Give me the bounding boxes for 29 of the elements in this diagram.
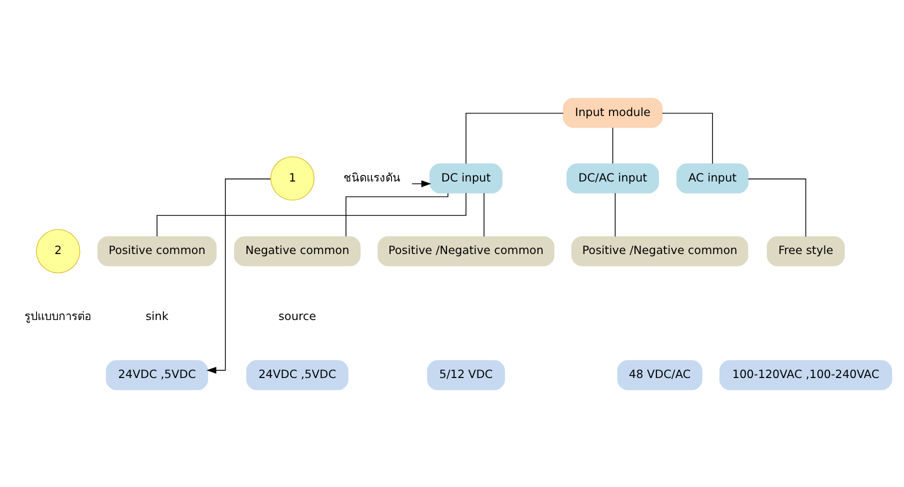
node-box: 100-120VAC ,100-240VAC xyxy=(719,360,892,390)
connector xyxy=(748,178,806,236)
node-box: 24VDC ,5VDC xyxy=(246,360,348,390)
node-box: Free style xyxy=(766,236,845,266)
arrow xyxy=(412,180,432,187)
connector xyxy=(346,192,448,236)
node-box: Positive common xyxy=(97,236,217,266)
arrow xyxy=(206,178,271,374)
node-box: AC input xyxy=(676,162,749,193)
node-box: Negative common xyxy=(234,236,361,266)
connector xyxy=(614,192,616,236)
node-box: Input module xyxy=(562,97,663,128)
node-box: 24VDC ,5VDC xyxy=(106,360,208,390)
node-box: 48 VDC/AC xyxy=(617,360,702,390)
node-circle: 2 xyxy=(36,228,80,273)
node-box: DC/AC input xyxy=(566,162,659,193)
node-label: sink xyxy=(146,308,168,322)
connector xyxy=(466,112,564,164)
node-label: รูปแบบการต่อ xyxy=(24,308,92,322)
connector xyxy=(156,192,466,236)
node-box: 5/12 VDC xyxy=(427,360,505,390)
node-box: Positive /Negative common xyxy=(378,236,554,266)
connector xyxy=(612,126,614,164)
connector xyxy=(662,112,713,164)
node-text: ชนิดแรงดัน xyxy=(343,170,400,184)
node-label: source xyxy=(278,308,316,322)
node-box: DC input xyxy=(430,162,502,193)
node-box: Positive /Negative common xyxy=(571,236,748,266)
node-circle: 1 xyxy=(270,156,315,200)
